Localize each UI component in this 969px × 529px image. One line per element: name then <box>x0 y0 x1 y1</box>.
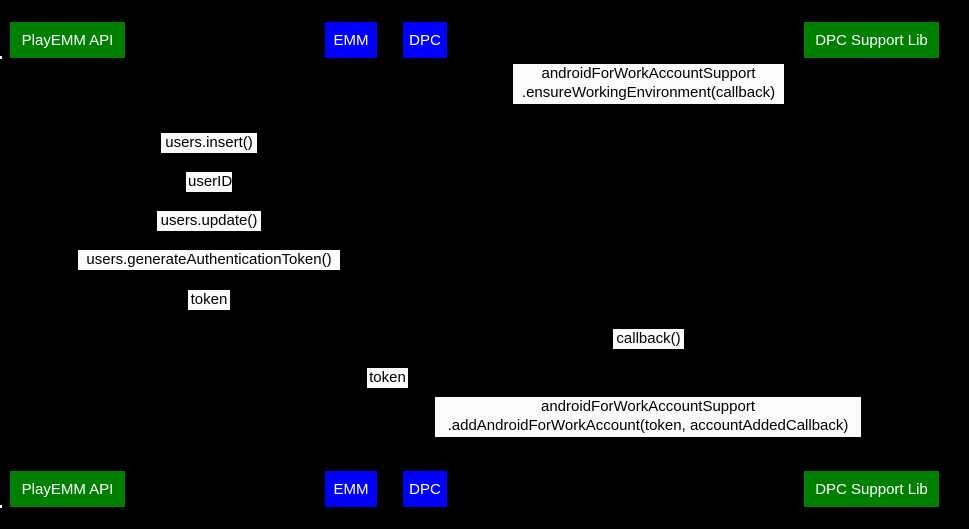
arrow-token-to-dpc <box>350 388 424 389</box>
lifeline-playemm-api <box>67 58 68 471</box>
arrow-user-id <box>67 192 350 193</box>
edge-artifact-bottom-left <box>0 505 2 508</box>
message-label-token-to-dpc: token <box>367 368 408 388</box>
participant-dpc-bottom[interactable]: DPC <box>403 471 447 507</box>
message-label-callback: callback() <box>613 329 684 349</box>
arrow-users-generate-authentication-token <box>67 270 350 271</box>
message-label-user-id: userID <box>186 172 233 192</box>
arrow-add-android-for-work-account <box>424 437 871 438</box>
participant-emm-top[interactable]: EMM <box>325 22 377 58</box>
arrow-users-update <box>67 231 350 232</box>
message-label-users-update: users.update() <box>157 211 261 231</box>
message-label-users-insert: users.insert() <box>161 133 257 153</box>
arrow-ensure-working-environment <box>424 104 871 105</box>
participant-dpc-top[interactable]: DPC <box>403 22 447 58</box>
participant-emm-bottom[interactable]: EMM <box>325 471 377 507</box>
lifeline-dpc-support-lib <box>871 58 872 471</box>
participant-dpc-support-lib-bottom[interactable]: DPC Support Lib <box>804 471 939 507</box>
message-label-users-generate-authentication-token: users.generateAuthenticationToken() <box>78 250 340 270</box>
message-label-token-to-emm: token <box>188 290 230 310</box>
edge-artifact-top-left <box>0 56 2 59</box>
arrow-token-to-emm <box>67 310 350 311</box>
participant-playemm-api-bottom[interactable]: PlayEMM API <box>10 471 125 507</box>
arrow-users-insert <box>67 153 350 154</box>
message-label-ensure-working-environment: androidForWorkAccountSupport .ensureWork… <box>513 64 784 104</box>
lifeline-dpc <box>424 58 425 471</box>
message-label-add-android-for-work-account: androidForWorkAccountSupport .addAndroid… <box>435 397 861 437</box>
participant-playemm-api-top[interactable]: PlayEMM API <box>10 22 125 58</box>
participant-dpc-support-lib-top[interactable]: DPC Support Lib <box>804 22 939 58</box>
lifeline-emm <box>350 58 351 471</box>
arrow-callback <box>424 349 871 350</box>
